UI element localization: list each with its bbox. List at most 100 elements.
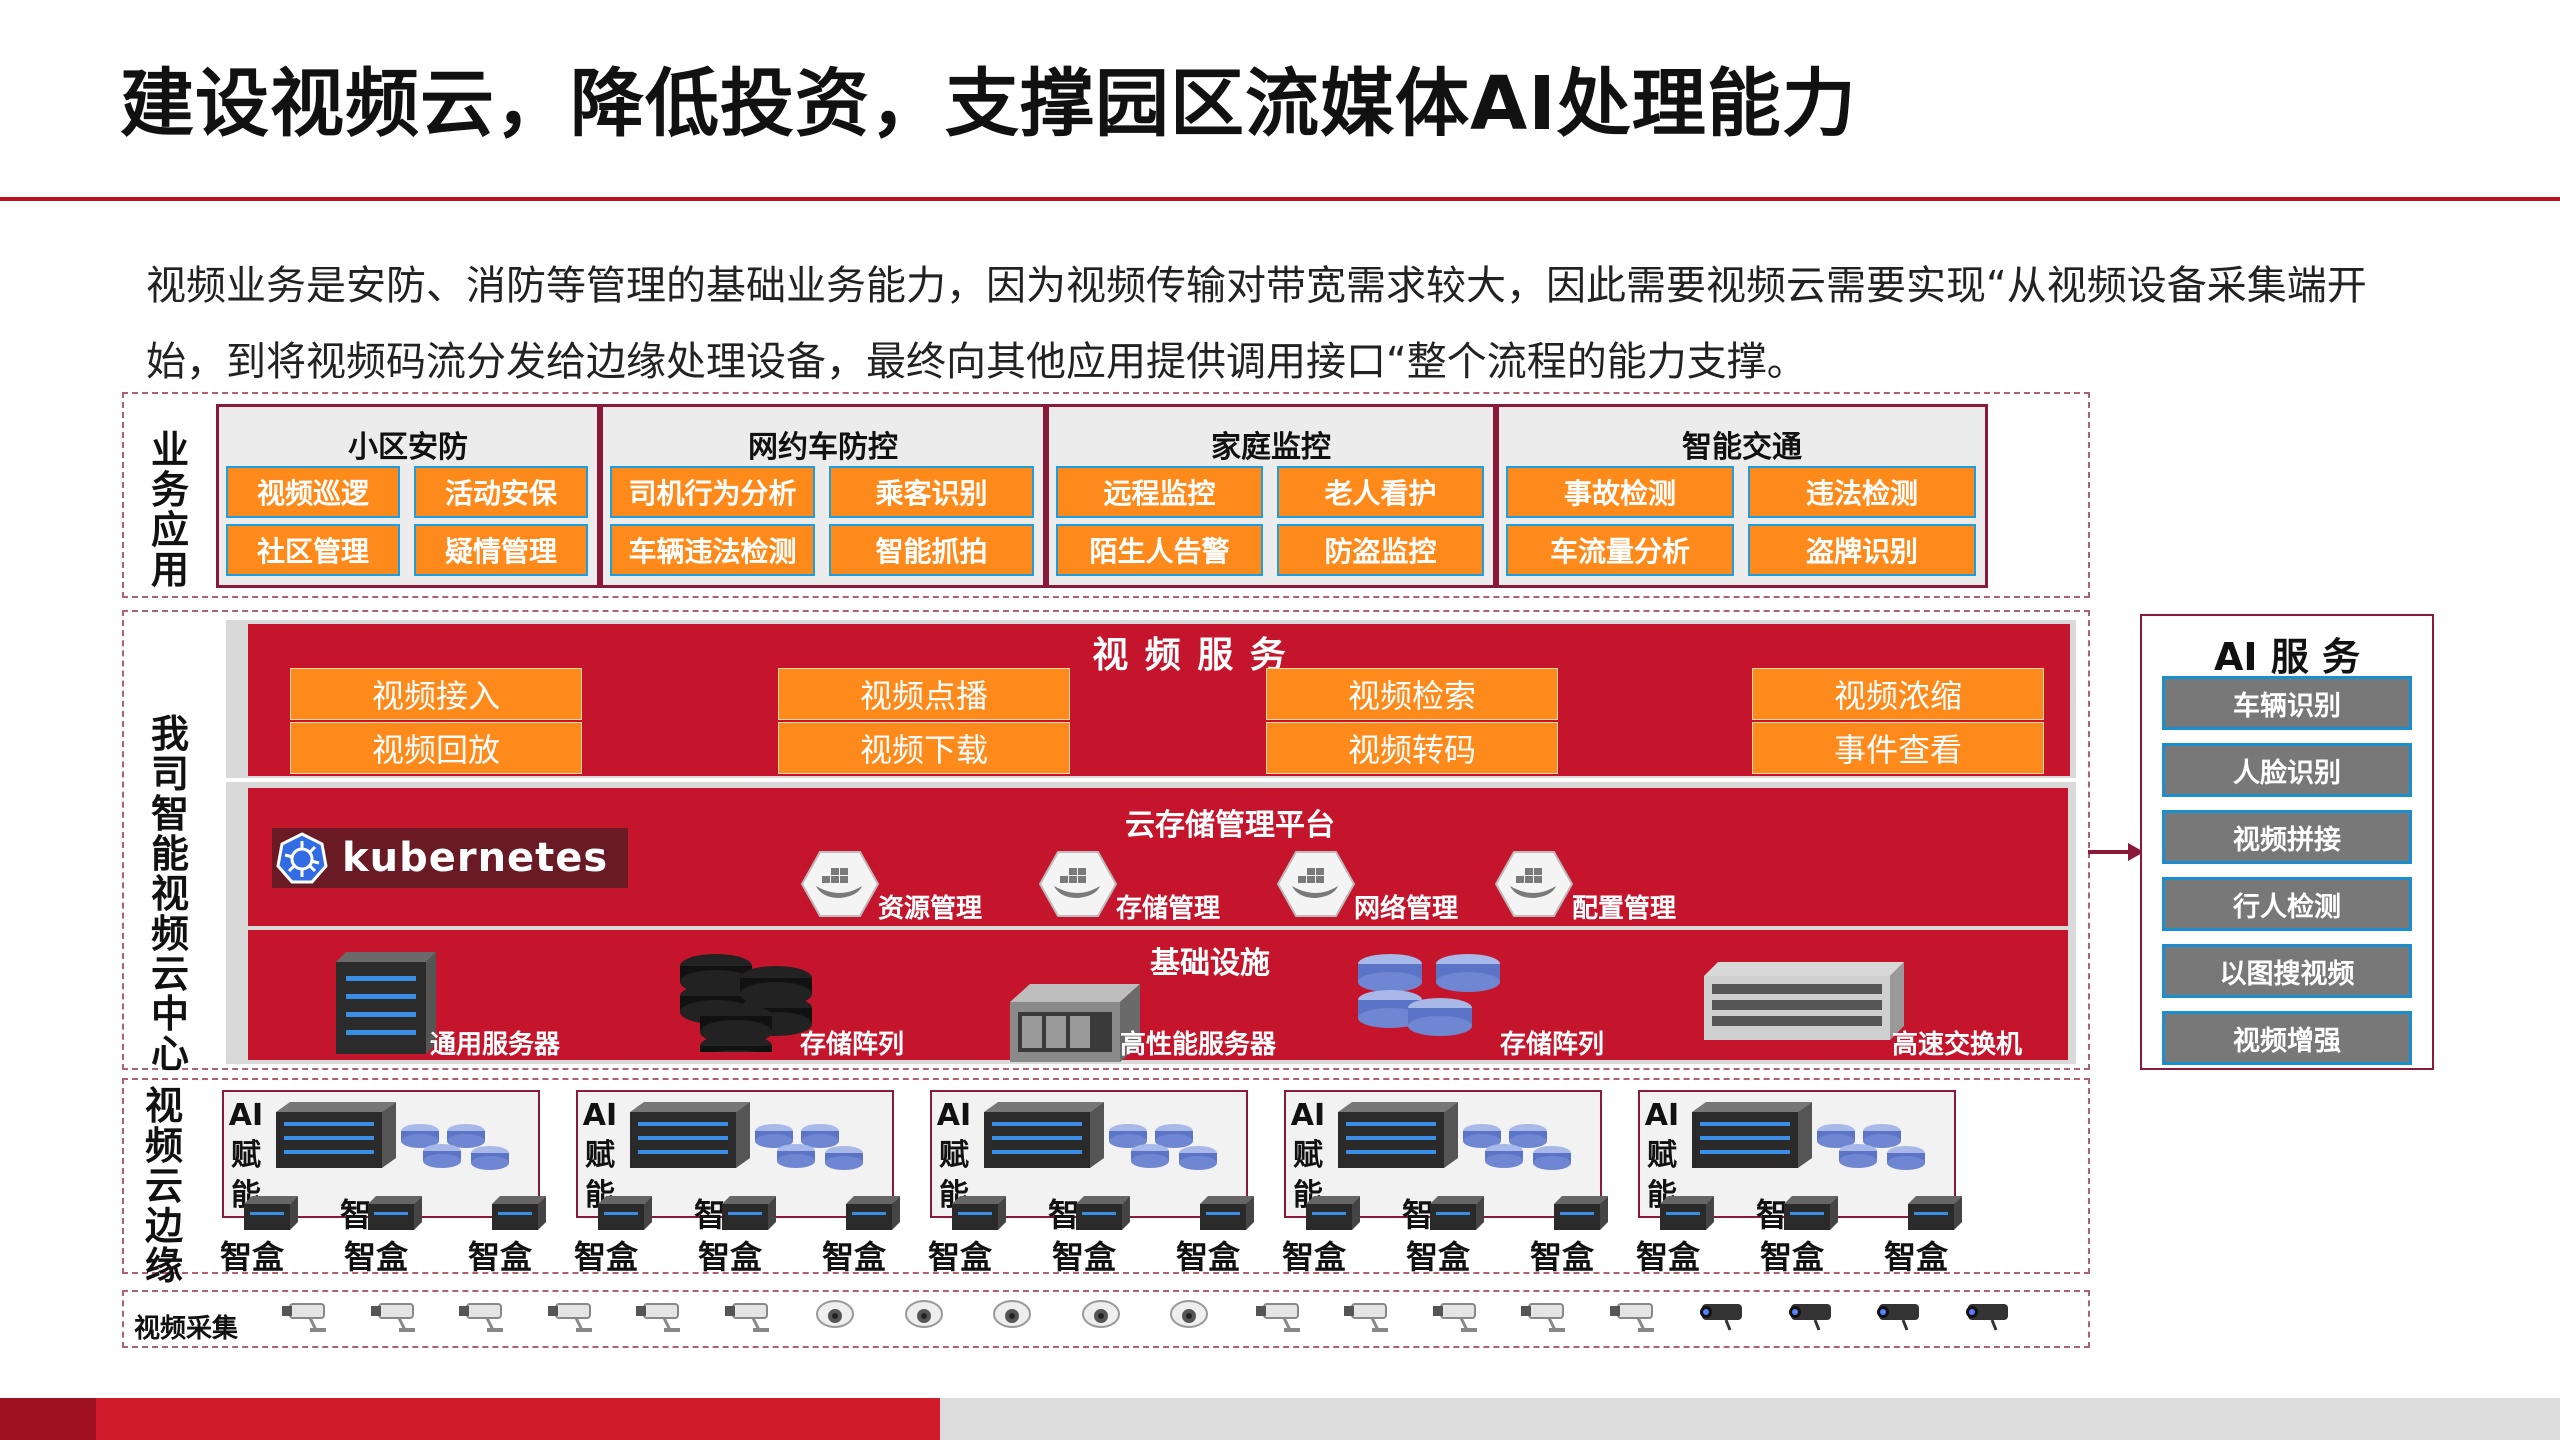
smart-box-label[interactable]: 智盒 bbox=[1760, 1238, 1825, 1276]
video-service-button[interactable]: 视频转码 bbox=[1266, 722, 1558, 774]
smart-box-label[interactable]: 智盒 bbox=[1530, 1238, 1595, 1276]
description: 视频业务是安防、消防等管理的基础业务能力，因为视频传输对带宽需求较大，因此需要视… bbox=[146, 263, 2367, 385]
docker-icon bbox=[1494, 850, 1574, 922]
video-service-button[interactable]: 视频下载 bbox=[778, 722, 1070, 774]
docker-icon bbox=[1276, 850, 1356, 922]
camera-icon bbox=[1165, 1298, 1215, 1338]
business-item-button[interactable]: 老人看护 bbox=[1277, 466, 1484, 518]
edge-server-icon bbox=[1688, 1098, 1816, 1176]
edge-ai-char: 赋 bbox=[1293, 1138, 1323, 1173]
smart-box-label[interactable]: 智盒 bbox=[822, 1238, 887, 1276]
smart-box-icon bbox=[242, 1194, 300, 1236]
edge-storage-icon bbox=[400, 1124, 512, 1176]
infrastructure-title: 基础设施 bbox=[1150, 946, 1270, 981]
smart-box-label[interactable]: 智盒 bbox=[1052, 1238, 1117, 1276]
business-item-button[interactable]: 陌生人告警 bbox=[1056, 524, 1263, 576]
camera-icon bbox=[1077, 1298, 1127, 1338]
ai-service-button[interactable]: 视频增强 bbox=[2162, 1011, 2412, 1065]
infrastructure-item-label: 存储阵列 bbox=[800, 1030, 905, 1060]
smart-box-label[interactable]: 智盒 bbox=[220, 1238, 285, 1276]
cloud-storage-item-label[interactable]: 存储管理 bbox=[1116, 894, 1221, 924]
capture-layer bbox=[122, 1290, 2090, 1348]
cloud-storage-item-label[interactable]: 网络管理 bbox=[1354, 894, 1459, 924]
edge-storage-icon bbox=[1462, 1124, 1574, 1176]
smart-box-label[interactable]: 智盒 bbox=[698, 1238, 763, 1276]
smart-box-label[interactable]: 智盒 bbox=[344, 1238, 409, 1276]
business-item-button[interactable]: 疑情管理 bbox=[414, 524, 588, 576]
ai-service-button[interactable]: 行人检测 bbox=[2162, 877, 2412, 931]
ai-service-button[interactable]: 以图搜视频 bbox=[2162, 944, 2412, 998]
smart-box-label[interactable]: 智盒 bbox=[1282, 1238, 1347, 1276]
business-item-button[interactable]: 事故检测 bbox=[1506, 466, 1734, 518]
business-group-title: 家庭监控 bbox=[1211, 430, 1331, 465]
video-service-button[interactable]: 事件查看 bbox=[1752, 722, 2044, 774]
edge-ai-char: AI bbox=[936, 1098, 972, 1133]
center-layer bbox=[122, 610, 2090, 1070]
hpc-server-icon bbox=[1000, 972, 1144, 1068]
storage-array-icon bbox=[1356, 954, 1506, 1048]
camera-icon bbox=[1696, 1298, 1746, 1338]
edge-ai-char: AI bbox=[1644, 1098, 1680, 1133]
video-service-title: 视 频 服 务 bbox=[1092, 635, 1288, 676]
smart-box-label[interactable]: 智盒 bbox=[1884, 1238, 1949, 1276]
business-item-button[interactable]: 防盗监控 bbox=[1277, 524, 1484, 576]
smart-box-icon bbox=[1074, 1194, 1132, 1236]
video-service-button[interactable]: 视频点播 bbox=[778, 668, 1070, 720]
business-group-title: 网约车防控 bbox=[748, 430, 898, 465]
smart-box-icon bbox=[1552, 1194, 1610, 1236]
smart-box-icon bbox=[720, 1194, 778, 1236]
footer-bar-gray bbox=[940, 1398, 2560, 1440]
camera-icon bbox=[1342, 1298, 1392, 1338]
smart-box-icon bbox=[490, 1194, 548, 1236]
video-service-button[interactable]: 视频回放 bbox=[290, 722, 582, 774]
ai-service-button[interactable]: 视频拼接 bbox=[2162, 810, 2412, 864]
video-service-button[interactable]: 视频检索 bbox=[1266, 668, 1558, 720]
cloud-storage-item-label[interactable]: 配置管理 bbox=[1572, 894, 1677, 924]
camera-icon bbox=[1519, 1298, 1569, 1338]
smart-box-label[interactable]: 智盒 bbox=[574, 1238, 639, 1276]
smart-box-icon bbox=[1782, 1194, 1840, 1236]
business-item-button[interactable]: 远程监控 bbox=[1056, 466, 1263, 518]
edge-layer-label: 视频云边缘 bbox=[144, 1084, 183, 1288]
smart-box-label[interactable]: 智盒 bbox=[1176, 1238, 1241, 1276]
smart-box-label[interactable]: 智盒 bbox=[1636, 1238, 1701, 1276]
infrastructure-item-label: 高性能服务器 bbox=[1120, 1030, 1277, 1060]
edge-server-icon bbox=[272, 1098, 400, 1176]
camera-icon bbox=[1431, 1298, 1481, 1338]
edge-ai-char: AI bbox=[1290, 1098, 1326, 1133]
edge-ai-char: 赋 bbox=[585, 1138, 615, 1173]
business-item-button[interactable]: 司机行为分析 bbox=[610, 466, 815, 518]
cloud-storage-item-label[interactable]: 资源管理 bbox=[878, 894, 983, 924]
business-item-button[interactable]: 社区管理 bbox=[226, 524, 400, 576]
business-item-button[interactable]: 视频巡逻 bbox=[226, 466, 400, 518]
smart-box-label[interactable]: 智盒 bbox=[928, 1238, 993, 1276]
video-service-button[interactable]: 视频浓缩 bbox=[1752, 668, 2044, 720]
docker-icon bbox=[1038, 850, 1118, 922]
smart-box-icon bbox=[1198, 1194, 1256, 1236]
center-layer-label: 我司智能视频云中心 bbox=[150, 712, 189, 1076]
smart-box-icon bbox=[366, 1194, 424, 1236]
business-layer-label: 业务应用 bbox=[150, 428, 189, 592]
edge-ai-char: 赋 bbox=[231, 1138, 261, 1173]
smart-box-icon bbox=[1428, 1194, 1486, 1236]
page-title: 建设视频云，降低投资，支撑园区流媒体AI处理能力 bbox=[120, 61, 1857, 147]
business-item-button[interactable]: 活动安保 bbox=[414, 466, 588, 518]
ai-service-button[interactable]: 车辆识别 bbox=[2162, 676, 2412, 730]
business-item-button[interactable]: 盗牌识别 bbox=[1748, 524, 1976, 576]
edge-ai-char: 赋 bbox=[1647, 1138, 1677, 1173]
business-item-button[interactable]: 车流量分析 bbox=[1506, 524, 1734, 576]
ai-service-button[interactable]: 人脸识别 bbox=[2162, 743, 2412, 797]
business-item-button[interactable]: 乘客识别 bbox=[829, 466, 1034, 518]
business-item-button[interactable]: 车辆违法检测 bbox=[610, 524, 815, 576]
smart-box-label[interactable]: 智盒 bbox=[468, 1238, 533, 1276]
video-service-button[interactable]: 视频接入 bbox=[290, 668, 582, 720]
ai-service-title: AI 服 务 bbox=[2213, 635, 2360, 679]
business-item-button[interactable]: 违法检测 bbox=[1748, 466, 1976, 518]
smart-box-label[interactable]: 智盒 bbox=[1406, 1238, 1471, 1276]
camera-icon bbox=[546, 1298, 596, 1338]
camera-icon bbox=[280, 1298, 330, 1338]
business-item-button[interactable]: 智能抓拍 bbox=[829, 524, 1034, 576]
infrastructure-item-label: 高速交换机 bbox=[1892, 1030, 2023, 1060]
docker-icon bbox=[800, 850, 880, 922]
